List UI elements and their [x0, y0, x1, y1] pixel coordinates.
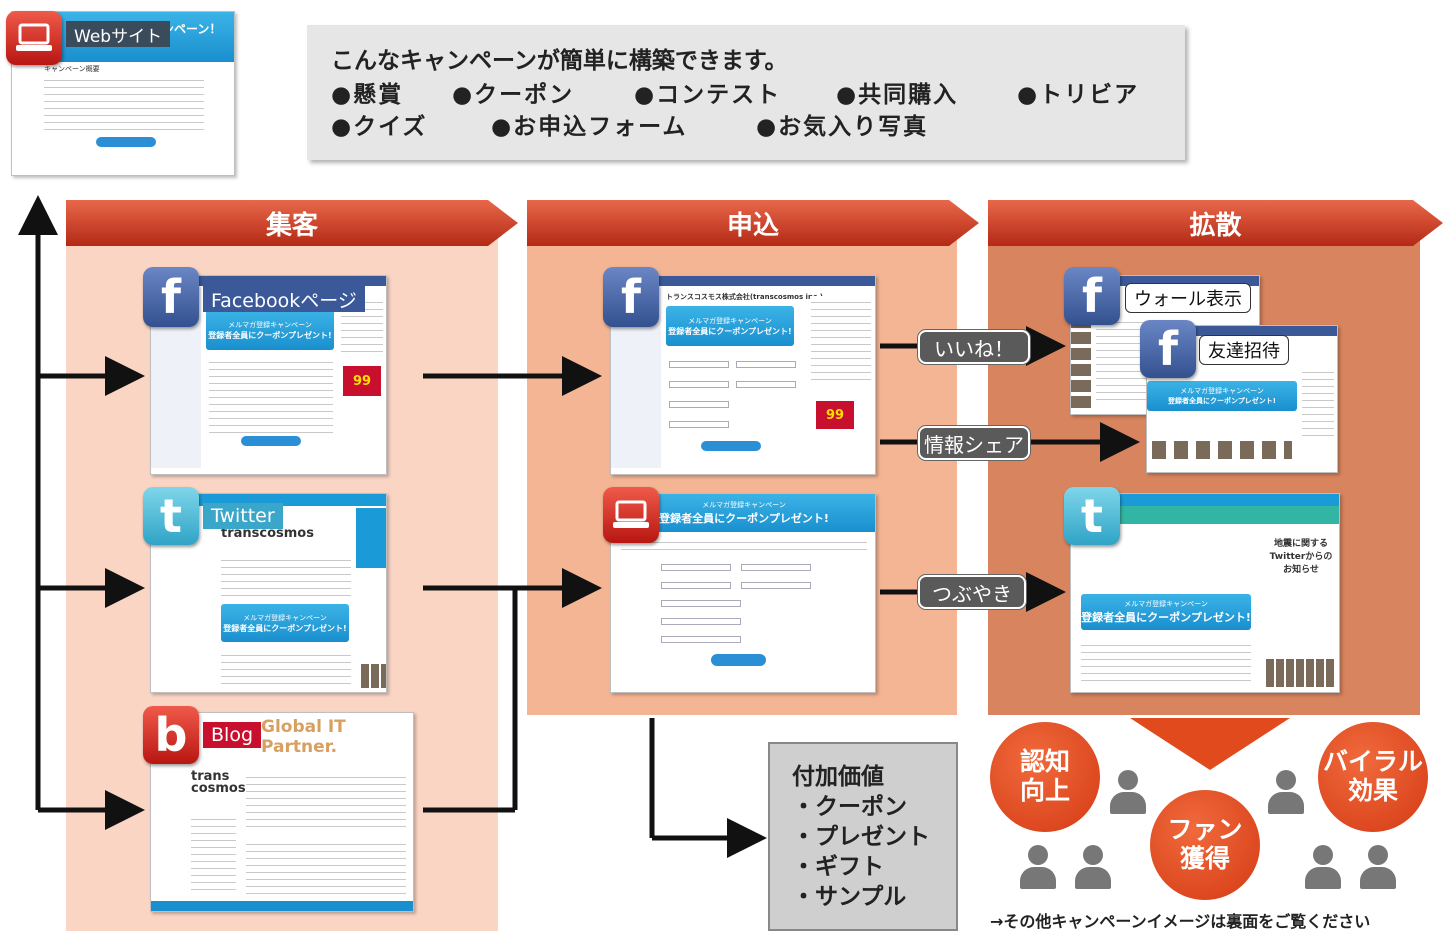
banner-title: 登録者全員にクーポンプレゼント!: [659, 512, 829, 525]
banner-subtitle: メルマガ登録キャンペーン: [228, 320, 312, 329]
awareness-line: 認知: [1019, 747, 1070, 777]
campaign-type: ●クーポン: [452, 82, 575, 108]
banner-title: 登録者全員にクーポンプレゼント!: [1168, 397, 1276, 405]
website-tag: Webサイト: [66, 21, 171, 47]
viral-line: 効果: [1347, 776, 1398, 805]
campaign-type: ●共同購入: [836, 82, 959, 108]
campaign-type: ●お気入り写真: [756, 114, 929, 140]
person-icon: [1360, 845, 1396, 889]
banner-title: 登録者全員にクーポンプレゼント!: [208, 330, 332, 340]
banner-subtitle: メルマガ登録キャンペーン: [243, 613, 327, 622]
ad-number: 99: [343, 366, 381, 396]
blog-title: Global IT Partner.: [261, 717, 346, 757]
awareness-line: 向上: [1019, 776, 1070, 805]
twitter-screenshot: transcosmos メルマガ登録キャンペーン 登録者全員にクーポンプレゼント…: [150, 493, 387, 693]
banner-title: 登録者全員にクーポンプレゼント!: [223, 623, 347, 633]
column-header-spread: 拡散: [988, 200, 1443, 246]
person-icon: [1110, 770, 1146, 814]
awareness-circle: 認知 向上: [990, 722, 1100, 832]
viral-circle: バイラル 効果: [1318, 722, 1428, 832]
tweet-action: つぶやき: [918, 575, 1026, 609]
column-header-acquisition: 集客: [66, 200, 518, 246]
twitter-tag: Twitter: [203, 503, 283, 529]
person-icon: [1020, 845, 1056, 889]
twitter-icon: t: [143, 487, 199, 545]
person-icon: [1268, 770, 1304, 814]
added-value-item: ・プレゼント: [792, 824, 930, 850]
person-icon: [1075, 845, 1111, 889]
campaign-types-row-1: ●懸賞 ●クーポン ●コンテスト ●共同購入 ●トリビア: [331, 79, 1161, 111]
blog-screenshot: Global IT Partner. trans cosmos: [150, 712, 414, 912]
campaign-type: ●懸賞: [331, 82, 404, 108]
fb-company-name: トランスコスモス株式会社(transcosmos inc.): [666, 293, 823, 301]
twitter-icon: t: [1064, 487, 1120, 545]
banner-title: 登録者全員にクーポンプレゼント!: [668, 326, 792, 336]
column-header-application: 申込: [527, 200, 979, 246]
campaign-types-title: こんなキャンペーンが簡単に構築できます。: [331, 48, 788, 74]
campaign-types-box: こんなキャンペーンが簡単に構築できます。 ●懸賞 ●クーポン ●コンテスト ●共…: [307, 25, 1185, 160]
ad-number: 99: [816, 401, 854, 429]
wall-post-tag: ウォール表示: [1125, 283, 1251, 313]
twitter-brand: transcosmos: [221, 526, 314, 541]
fans-circle: ファン 獲得: [1150, 790, 1260, 900]
facebook-icon: f: [603, 267, 659, 327]
person-icon: [1305, 845, 1341, 889]
banner-subtitle: メルマガ登録キャンペーン: [702, 501, 786, 509]
twitter-side-notice: 地震に関するTwitterからのお知らせ: [1269, 539, 1333, 575]
banner-subtitle: メルマガ登録キャンペーン: [688, 316, 772, 325]
invite-friends-tag: 友達招待: [1199, 335, 1289, 365]
web-form-screenshot: メルマガ登録キャンペーン 登録者全員にクーポンプレゼント!: [610, 493, 876, 693]
like-action: いいね！: [918, 330, 1030, 364]
campaign-type: ●お申込フォーム: [491, 114, 688, 140]
added-value-item: ・ギフト: [792, 854, 884, 880]
share-action: 情報シェア: [918, 426, 1030, 460]
website-banner-text: ンペーン！: [162, 22, 222, 36]
campaign-types-row-2: ●クイズ ●お申込フォーム ●お気入り写真: [331, 111, 1161, 143]
added-value-item: ・サンプル: [792, 884, 907, 910]
viral-line: バイラル: [1322, 747, 1423, 777]
banner-subtitle: メルマガ登録キャンペーン: [1180, 387, 1264, 395]
added-value-title: 付加価値: [792, 764, 884, 790]
banner-subtitle: メルマガ登録キャンペーン: [1124, 600, 1208, 608]
banner-title: 登録者全員にクーポンプレゼント!: [1081, 611, 1251, 624]
computer-icon: [603, 487, 659, 543]
blog-tag: Blog: [203, 722, 261, 748]
facebook-page-tag: Facebookページ: [203, 286, 365, 312]
facebook-icon: f: [143, 267, 199, 327]
computer-icon: [6, 11, 62, 65]
blog-logo: trans cosmos: [191, 769, 246, 796]
footer-note: →その他キャンペーンイメージは裏面をご覧ください: [990, 912, 1371, 931]
blog-icon: b: [143, 706, 199, 764]
campaign-type: ●トリビア: [1017, 82, 1140, 108]
campaign-type: ●コンテスト: [634, 82, 782, 108]
added-value-item: ・クーポン: [792, 794, 907, 820]
fans-line: 獲得: [1179, 844, 1230, 873]
campaign-type: ●クイズ: [331, 114, 428, 140]
facebook-icon: f: [1064, 267, 1120, 325]
added-value-box: 付加価値 ・クーポン ・プレゼント ・ギフト ・サンプル: [768, 742, 958, 931]
fans-line: ファン: [1167, 815, 1243, 845]
website-heading: キャンペーン概要: [44, 65, 100, 73]
facebook-icon: f: [1140, 320, 1196, 378]
